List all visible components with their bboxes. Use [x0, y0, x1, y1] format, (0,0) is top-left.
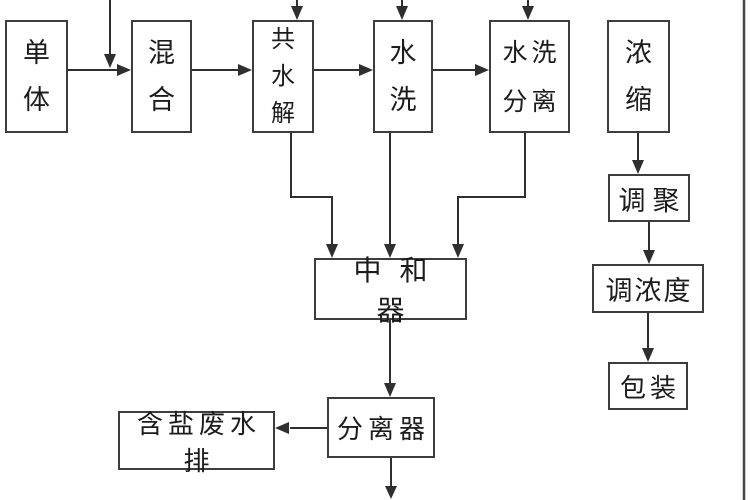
box-co-hydrolysis: 共 水 解	[252, 20, 314, 133]
box-monomer: 单 体	[5, 20, 68, 133]
arrow-adjustconc-to-packaging	[642, 313, 654, 362]
arrow-telomerization-to-adjustconc	[643, 222, 655, 264]
arrow-top-feed-waterwash	[396, 0, 408, 20]
arrow-monomer-to-mixing	[68, 64, 131, 76]
box-telomerization: 调聚	[608, 174, 690, 222]
box-wash-separation-label: 水洗 分离	[502, 37, 561, 116]
box-separator: 分离器	[327, 397, 435, 458]
arrow-mixing-to-cohydrolysis	[192, 64, 252, 76]
arrow-top-feed-washseparation	[522, 0, 534, 20]
box-brine-discharge-label: 含盐废水排	[136, 409, 261, 477]
box-telomerization-label: 调聚	[618, 185, 687, 217]
box-wash-separation: 水洗 分离	[489, 20, 570, 133]
arrow-separator-down	[385, 458, 397, 499]
box-neutralizer: 中和器	[314, 254, 467, 327]
arrow-concentration-to-telomerization	[632, 133, 644, 174]
arrow-washseparation-to-neutralizer	[452, 133, 526, 258]
box-neutralizer-label: 中和器	[353, 254, 446, 327]
box-packaging-label: 包装	[619, 373, 680, 404]
box-water-wash-label: 水 洗	[389, 37, 417, 116]
box-adjust-concentration: 调浓度	[592, 264, 704, 313]
box-packaging: 包装	[608, 362, 688, 410]
arrow-cohydrolysis-to-neutralizer	[290, 133, 338, 258]
box-concentration-label: 浓 缩	[625, 37, 652, 116]
arrow-separator-to-brine	[275, 422, 327, 434]
box-concentration: 浓 缩	[607, 20, 670, 133]
box-mixing: 混 合	[131, 20, 192, 133]
arrow-cohydrolysis-to-waterwash	[314, 64, 373, 76]
box-adjust-concentration-label: 调浓度	[605, 276, 693, 307]
box-monomer-label: 单 体	[23, 37, 50, 116]
box-separator-label: 分离器	[336, 415, 430, 445]
arrow-waterwash-to-neutralizer	[384, 133, 396, 258]
arrow-top-feed-cohydrolysis	[291, 0, 303, 20]
arrow-waterwash-to-washseparation	[433, 64, 489, 76]
box-co-hydrolysis-label: 共 水 解	[271, 25, 295, 127]
arrow-top-feed-junction	[104, 0, 116, 68]
box-mixing-label: 混 合	[148, 37, 175, 116]
arrow-neutralizer-to-separator	[384, 320, 396, 397]
box-brine-discharge: 含盐废水排	[118, 410, 275, 477]
box-water-wash: 水 洗	[373, 20, 433, 133]
